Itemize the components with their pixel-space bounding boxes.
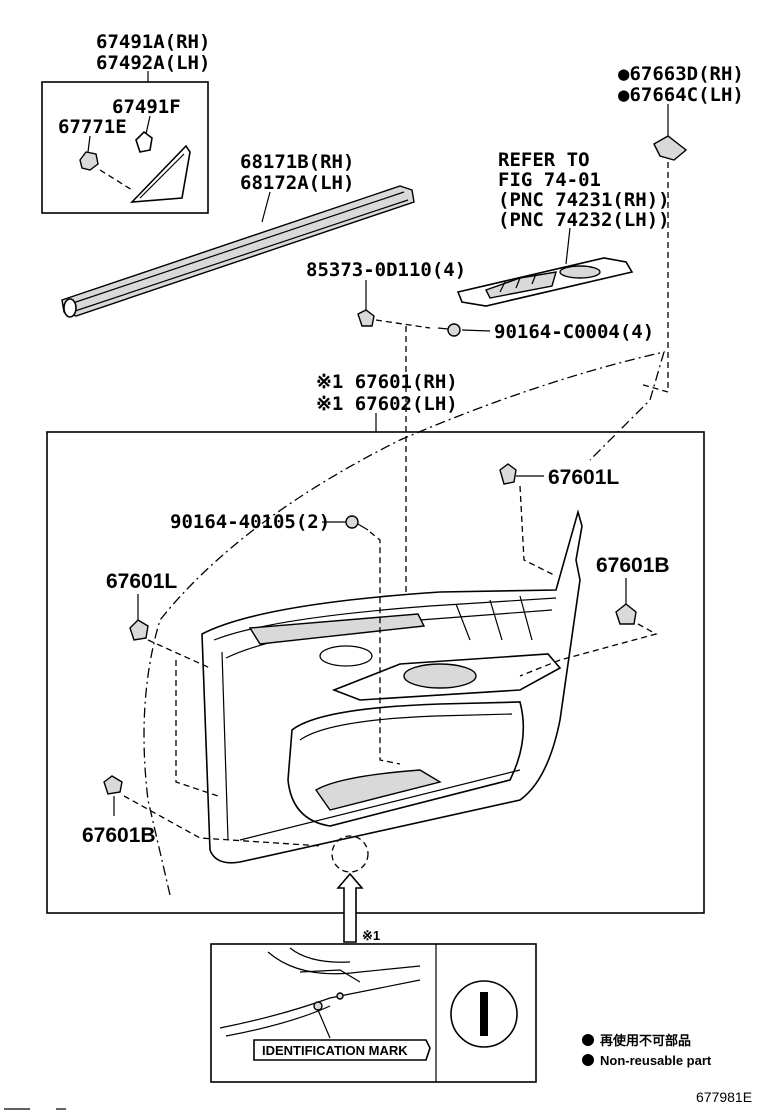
dash-clip-e [99, 169, 133, 191]
detail-panel-view [219, 947, 421, 1037]
dash-screw-40105 [369, 531, 401, 765]
legend-en: Non-reusable part [600, 1053, 712, 1068]
label-nonreuse-rh: ●67663D(RH) [618, 63, 744, 85]
legend-jp: 再使用不可部品 [600, 1033, 691, 1049]
screw-c0004-part [437, 323, 461, 337]
leader-id-mark [317, 1009, 331, 1039]
weatherstrip-part [61, 185, 415, 318]
id-mark-callout [253, 1039, 431, 1061]
non-reusable-bullet-icon [582, 1034, 594, 1046]
label-id-mark: IDENTIFICATION MARK [262, 1043, 408, 1058]
garnish-f-clip-part [135, 130, 153, 153]
clip-e-part [79, 151, 99, 171]
id-mark-symbol [450, 980, 518, 1048]
label-weatherstrip-rh: 68171B(RH) [240, 151, 354, 173]
clip-b-right-part [615, 603, 637, 625]
label-screw-40105: 90164-40105(2) [170, 511, 330, 533]
dash-nonreuse-end [639, 383, 669, 393]
label-screw-c0004: 90164-C0004(4) [494, 321, 654, 343]
clip-l-left-part [129, 619, 149, 641]
figure-id: 677981E [696, 1089, 752, 1105]
leader-weatherstrip [261, 191, 271, 223]
label-refer-4: (PNC 74232(LH)) [498, 209, 670, 231]
label-weatherstrip-lh: 68172A(LH) [240, 172, 354, 194]
leader-screw-c0004 [461, 329, 491, 332]
non-reusable-bullet-icon-2 [582, 1054, 594, 1066]
label-note-mark: ※1 [362, 928, 380, 943]
dash-clip-b-right [519, 623, 658, 677]
clip-l-top-part [499, 463, 517, 485]
window-switch-part [456, 257, 634, 307]
dash-clip-l-left [147, 639, 211, 669]
label-garnish-lh: 67492A(LH) [96, 52, 210, 74]
label-clip-b-left: 67601B [82, 824, 156, 847]
label-nut-85373: 85373-0D110(4) [306, 259, 466, 281]
door-outline [143, 351, 665, 896]
label-refer-1: REFER TO [498, 149, 590, 171]
label-refer-2: FIG 74-01 [498, 169, 601, 191]
label-clip-b-right: 67601B [596, 554, 670, 577]
clip-b-left-part [103, 775, 123, 795]
leader-switch [565, 227, 571, 265]
label-clip-e: 67771E [58, 116, 127, 138]
label-refer-3: (PNC 74231(RH)) [498, 189, 670, 211]
label-panel-rh: ※1 67601(RH) [316, 371, 458, 393]
label-panel-lh: ※1 67602(LH) [316, 393, 458, 415]
door-trim-panel-part [201, 509, 583, 864]
leader-garnish-f [145, 115, 151, 135]
nonreuse-clip-part [653, 135, 688, 161]
nut-part [357, 309, 375, 327]
label-garnish-f: 67491F [112, 96, 181, 118]
label-garnish-rh: 67491A(RH) [96, 31, 210, 53]
garnish-triangle-part [129, 144, 191, 203]
label-nonreuse-lh: ●67664C(LH) [618, 84, 744, 106]
door-panel-box [46, 431, 705, 914]
dash-nut-screw [375, 319, 431, 329]
legend: 再使用不可部品 Non-reusable part [582, 1033, 712, 1068]
dash-clip-l-top [519, 485, 557, 577]
detail-box [210, 943, 537, 1083]
label-clip-l-top: 67601L [548, 466, 619, 489]
up-arrow [336, 872, 364, 943]
dash-clip-l-left-2 [175, 660, 219, 797]
detail-circle [331, 835, 369, 873]
screw-40105-part [345, 515, 369, 531]
label-clip-l-left: 67601L [106, 570, 177, 593]
garnish-inset-box [41, 81, 209, 214]
leader-clip-e [87, 135, 91, 153]
